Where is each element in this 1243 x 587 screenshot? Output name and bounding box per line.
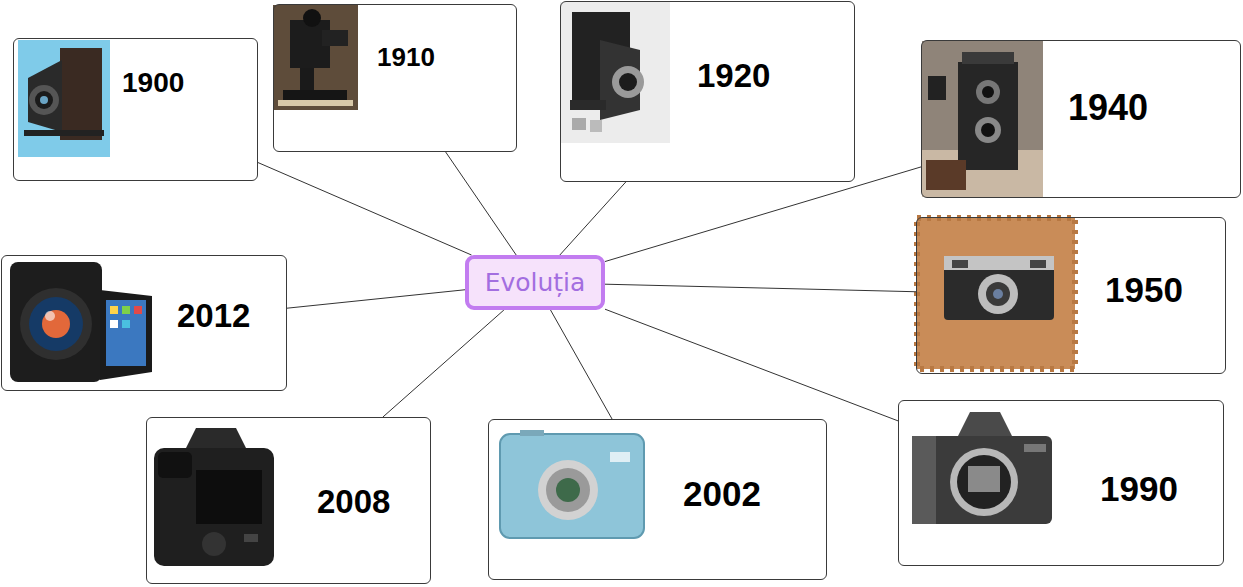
year-box: 1990 bbox=[898, 400, 1224, 566]
camera-photo bbox=[922, 41, 1043, 197]
year-label: 2008 bbox=[317, 482, 390, 522]
year-label: 1990 bbox=[1100, 468, 1178, 510]
year-label: 2002 bbox=[683, 473, 761, 515]
connector-line bbox=[560, 182, 626, 255]
year-label: 2012 bbox=[177, 296, 250, 336]
connector-line bbox=[551, 310, 613, 419]
year-box: 1910 bbox=[273, 4, 517, 152]
camera-photo bbox=[560, 2, 670, 143]
topic-box: Evoluția bbox=[465, 255, 605, 310]
camera-photo bbox=[18, 40, 110, 157]
year-box: 1940 bbox=[921, 40, 1241, 198]
year-label: 1910 bbox=[377, 42, 435, 73]
camera-photo bbox=[10, 262, 152, 382]
year-box: 1950 bbox=[916, 217, 1226, 374]
connector-line bbox=[287, 290, 465, 308]
camera-photo bbox=[912, 412, 1052, 524]
year-box: 1900 bbox=[13, 38, 258, 181]
connector-line bbox=[446, 152, 517, 255]
year-box: 1920 bbox=[560, 1, 855, 182]
year-label: 1950 bbox=[1105, 269, 1183, 311]
camera-photo bbox=[273, 5, 358, 110]
camera-photo bbox=[154, 428, 274, 566]
year-label: 1900 bbox=[122, 66, 184, 100]
camera-photo bbox=[500, 430, 644, 538]
connector-line bbox=[605, 284, 916, 292]
year-box: 2002 bbox=[488, 419, 827, 580]
camera-photo bbox=[917, 218, 1075, 369]
topic-label: Evoluția bbox=[485, 268, 586, 298]
year-box: 2008 bbox=[146, 417, 431, 584]
year-label: 1920 bbox=[697, 56, 770, 96]
year-box: 2012 bbox=[1, 255, 287, 391]
connector-line bbox=[258, 163, 471, 255]
connector-line bbox=[383, 310, 504, 417]
year-label: 1940 bbox=[1068, 86, 1148, 129]
connector-line bbox=[605, 309, 898, 421]
